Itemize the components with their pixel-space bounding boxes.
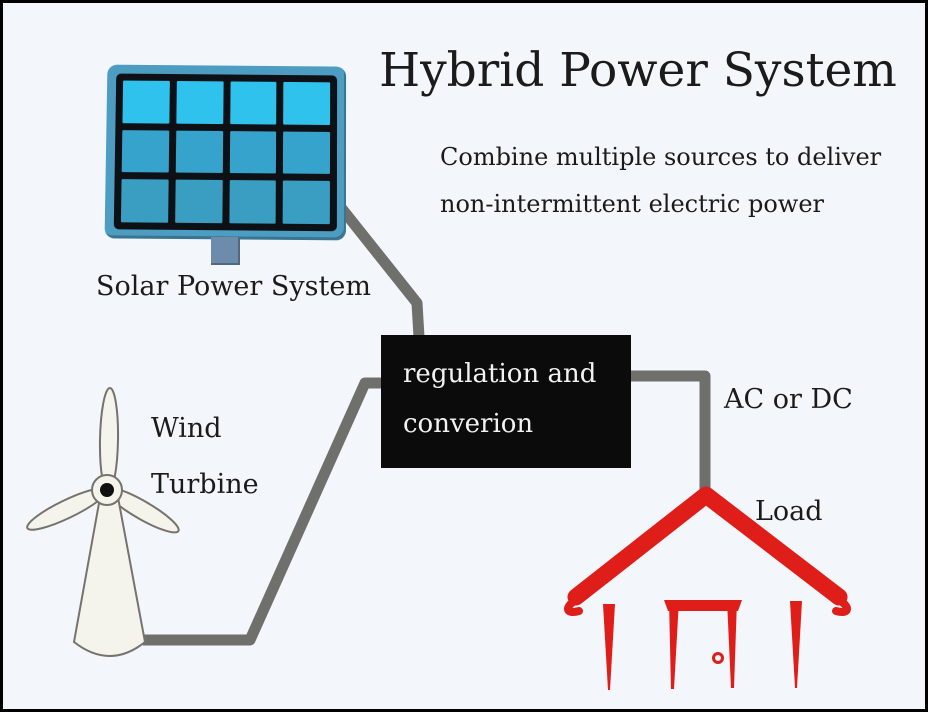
house-door-left [669, 600, 679, 689]
page-title: Hybrid Power System [379, 43, 897, 98]
subtitle-line1: Combine multiple sources to deliver [440, 143, 882, 171]
solar-cell [120, 179, 169, 223]
solar-cell [229, 81, 277, 125]
solar-panel-icon [104, 64, 347, 241]
house-door-right [727, 600, 737, 688]
solar-to-converter-connector [330, 196, 425, 338]
solar-cell [175, 130, 223, 174]
house-door-top [664, 600, 742, 611]
solar-cell [176, 80, 224, 124]
solar-cell [283, 81, 331, 125]
wind-label-line2: Turbine [151, 469, 259, 500]
solar-cell [122, 80, 170, 124]
house-left-eave-curl [564, 595, 583, 616]
wind-to-converter-connector [143, 377, 383, 646]
converter-label-line1: regulation and [403, 359, 597, 389]
turbine-tower [72, 491, 147, 657]
wind-label: Wind Turbine [151, 401, 259, 513]
house-right-eave-curl [832, 595, 851, 616]
solar-cell [229, 130, 277, 174]
turbine-hub-center [100, 483, 114, 497]
solar-panel-frame [104, 64, 347, 241]
house-doorknob [712, 652, 724, 664]
solar-panel-grid [113, 73, 338, 232]
solar-panel-stand [211, 237, 240, 265]
solar-cell [283, 131, 331, 175]
solar-cell [228, 180, 277, 224]
solar-label: Solar Power System [96, 271, 371, 302]
output-type-label: AC or DC [724, 384, 853, 415]
load-label: Load [755, 496, 823, 527]
solar-cell [282, 180, 330, 225]
house-left-wall [603, 604, 615, 690]
wind-label-line1: Wind [151, 413, 222, 444]
house-roof [567, 486, 848, 606]
subtitle: Combine multiple sources to deliver non-… [440, 134, 881, 228]
house-right-wall [790, 601, 802, 688]
house-icon [564, 486, 851, 690]
subtitle-line2: non-intermittent electric power [440, 190, 824, 218]
wind-turbine-icon [26, 387, 180, 657]
converter-box: regulation and converion [381, 335, 631, 468]
connector-lines [143, 196, 711, 646]
solar-cell [121, 129, 170, 173]
converter-to-load-connector [630, 370, 711, 503]
converter-label-line2: converion [403, 409, 534, 439]
solar-cell [174, 179, 223, 224]
